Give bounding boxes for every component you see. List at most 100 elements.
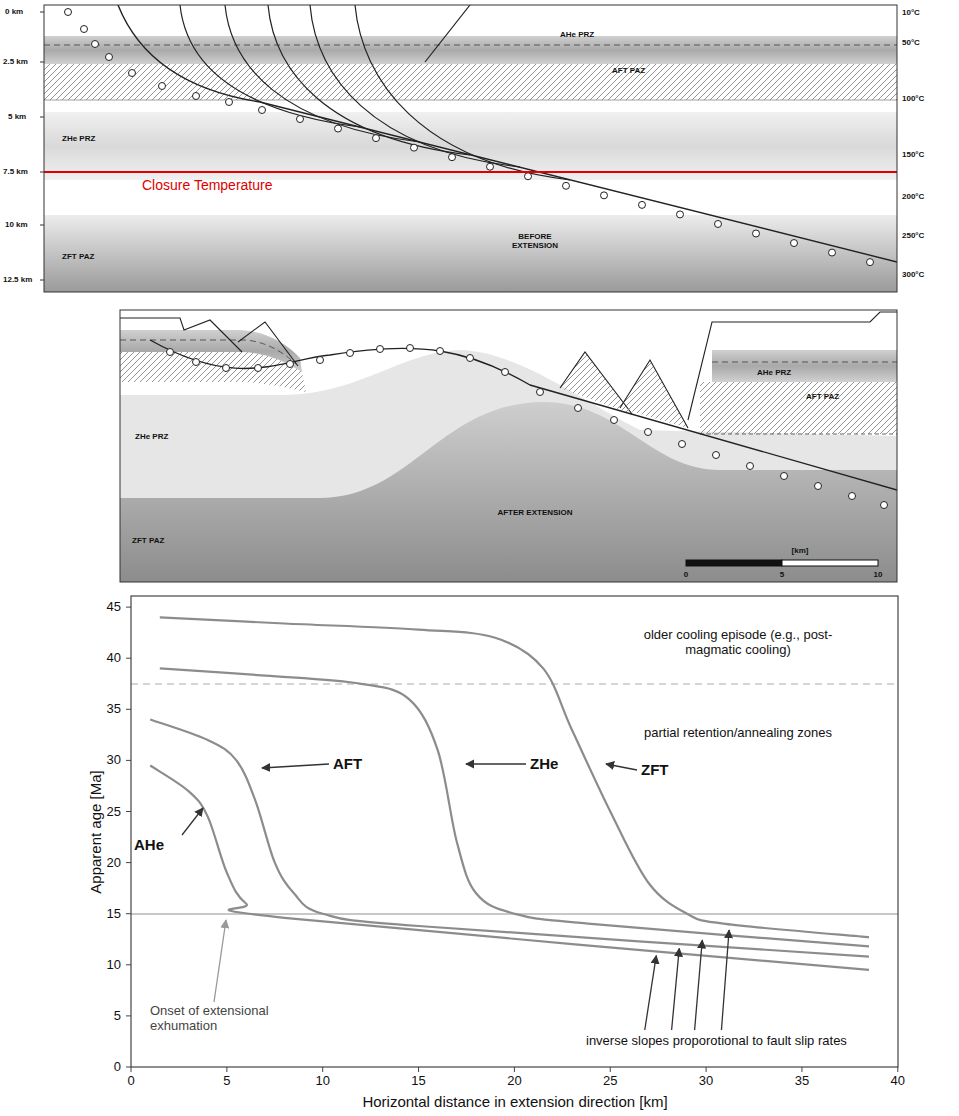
scale-label: 5 [780, 570, 784, 579]
zone-label: AHe PRZ [560, 30, 594, 39]
dashed-isotherm [44, 45, 897, 46]
after-section [120, 312, 897, 582]
callout-arrow [721, 930, 729, 1030]
tick [226, 1067, 227, 1072]
tilted-block [120, 318, 242, 352]
sample-dot [867, 259, 874, 266]
depth-label: 5 km [8, 112, 26, 121]
closure-line [44, 171, 897, 173]
curve-label: ZFT [641, 761, 669, 778]
sample-dot [411, 144, 418, 151]
sample-dot [81, 26, 88, 33]
temperature-label: 200°C [902, 192, 924, 201]
sample-dot [167, 349, 174, 356]
sample-points [65, 9, 874, 266]
scale-label: 10 [874, 570, 883, 579]
sample-dot [563, 182, 570, 189]
zhe-band [44, 112, 897, 180]
panel-frame [44, 5, 897, 292]
temperature-label: 150°C [902, 150, 924, 159]
depth-label: 7.5 km [3, 167, 28, 176]
tilted-block [238, 322, 298, 366]
scale-bar [686, 560, 782, 566]
tick [126, 964, 131, 965]
tick [40, 280, 44, 281]
panel-title: BEFORE EXTENSION [495, 232, 575, 250]
sample-dot [601, 192, 608, 199]
tick [706, 1067, 707, 1072]
sample-dot [129, 70, 136, 77]
x-tick-label: 0 [127, 1074, 134, 1089]
sample-dot [537, 389, 544, 396]
axis-title: Apparent age [Ma] [87, 770, 104, 893]
sample-dot [193, 93, 200, 100]
sample-dot [679, 441, 686, 448]
panel-frame [120, 310, 897, 582]
curve-label: ZHe [530, 755, 558, 772]
age-curve [150, 766, 869, 970]
dashed-isotherm [712, 362, 897, 363]
sample-dot [106, 54, 113, 61]
sample-dot [575, 405, 582, 412]
listric-fault [310, 5, 520, 167]
zone-label: AFT PAZ [612, 66, 645, 75]
reference-line [131, 683, 898, 685]
scale-label: [km] [792, 546, 809, 555]
temperature-label: 250°C [902, 231, 924, 240]
sample-dot [159, 83, 166, 90]
sample-dot [487, 163, 494, 170]
y-tick-label: 0 [114, 1060, 121, 1075]
callout-arrow [182, 808, 203, 835]
temperature-label: 100°C [902, 94, 924, 103]
tick [126, 913, 131, 914]
callout-arrow [214, 920, 226, 1002]
depth-label: 2.5 km [3, 57, 28, 66]
sample-dot [502, 369, 509, 376]
axis-title: Horizontal distance in extension directi… [362, 1093, 667, 1110]
listric-fault [180, 5, 360, 127]
callout-arrow [672, 948, 680, 1030]
tick [897, 1067, 898, 1072]
depth-label: 12.5 km [3, 275, 32, 284]
y-tick-label: 5 [114, 1008, 121, 1023]
sample-dot [715, 220, 722, 227]
chart-note: partial retention/annealing zones [643, 726, 833, 741]
x-tick-label: 15 [411, 1074, 425, 1089]
sample-dot [849, 493, 856, 500]
temperature-label: 10°C [902, 8, 920, 17]
sample-dot [449, 154, 456, 161]
chart-note: Onset of extensional exhumation [150, 1004, 300, 1034]
chart-note: older cooling episode (e.g., post-magmat… [643, 628, 833, 658]
sample-dot [373, 135, 380, 142]
band-edge [700, 434, 897, 435]
ahe-band [44, 36, 897, 64]
zft-band [44, 215, 897, 292]
age-curves [150, 617, 869, 970]
sample-dot [377, 346, 384, 353]
tick [40, 172, 44, 173]
sample-dot [255, 365, 262, 372]
callout-arrow [466, 763, 526, 764]
detachment-dome [150, 340, 897, 490]
y-tick-label: 35 [107, 702, 121, 717]
age-curve [150, 720, 869, 957]
x-tick-label: 25 [603, 1074, 617, 1089]
y-tick-label: 25 [107, 804, 121, 819]
callout-arrow [262, 764, 329, 768]
scale-bar [782, 560, 878, 566]
zone-label: ZFT PAZ [62, 252, 94, 261]
tick [40, 225, 44, 226]
temperature-label: 50°C [902, 38, 920, 47]
sample-dot [525, 173, 532, 180]
sample-dot [223, 365, 230, 372]
tick [418, 1067, 419, 1072]
zone-label: AHe PRZ [757, 368, 791, 377]
x-tick-label: 40 [891, 1074, 905, 1089]
zone-label: ZHe PRZ [135, 432, 168, 441]
tick [126, 658, 131, 659]
detachment-fault [118, 5, 897, 262]
tick [322, 1067, 323, 1072]
aft-band [700, 382, 897, 434]
sample-dot [347, 350, 354, 357]
sample-dot [611, 417, 618, 424]
